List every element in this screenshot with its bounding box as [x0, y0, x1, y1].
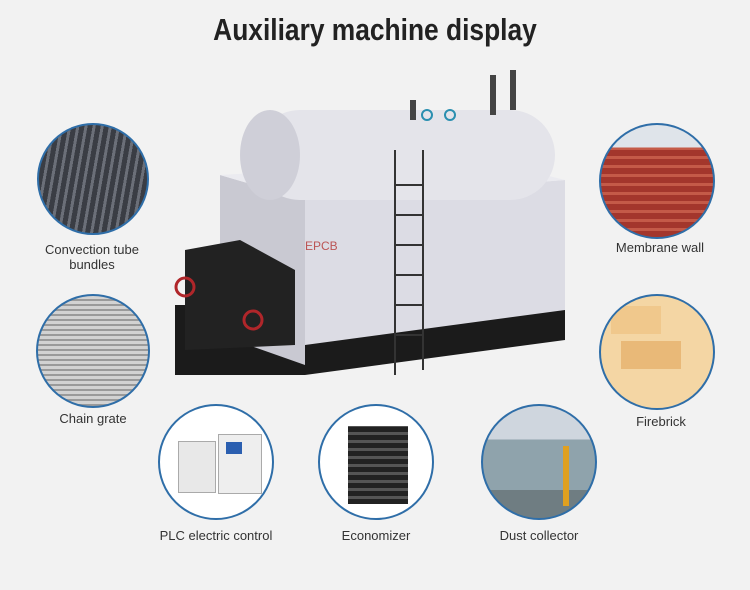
chain-grate-image: [36, 294, 150, 408]
dust-collector-image: [481, 404, 597, 520]
firebrick-image: [599, 294, 715, 410]
convection-tube-bundles-label: Convection tube bundles: [45, 242, 139, 272]
economizer-label: Economizer: [341, 528, 411, 543]
plc-electric-control-label: PLC electric control: [159, 528, 273, 543]
economizer-image: [318, 404, 434, 520]
dust-collector-label: Dust collector: [499, 528, 579, 543]
plc-electric-control-image: [158, 404, 274, 520]
firebrick-label: Firebrick: [636, 414, 686, 429]
membrane-wall-label: Membrane wall: [615, 240, 705, 255]
boiler-logo: EPCB: [305, 239, 338, 253]
chain-grate-label: Chain grate: [59, 411, 127, 426]
boiler-illustration: EPCB: [174, 70, 565, 375]
membrane-wall-image: [599, 123, 715, 239]
page-title: Auxiliary machine display: [213, 12, 537, 47]
convection-tube-bundles-image: [37, 123, 149, 235]
